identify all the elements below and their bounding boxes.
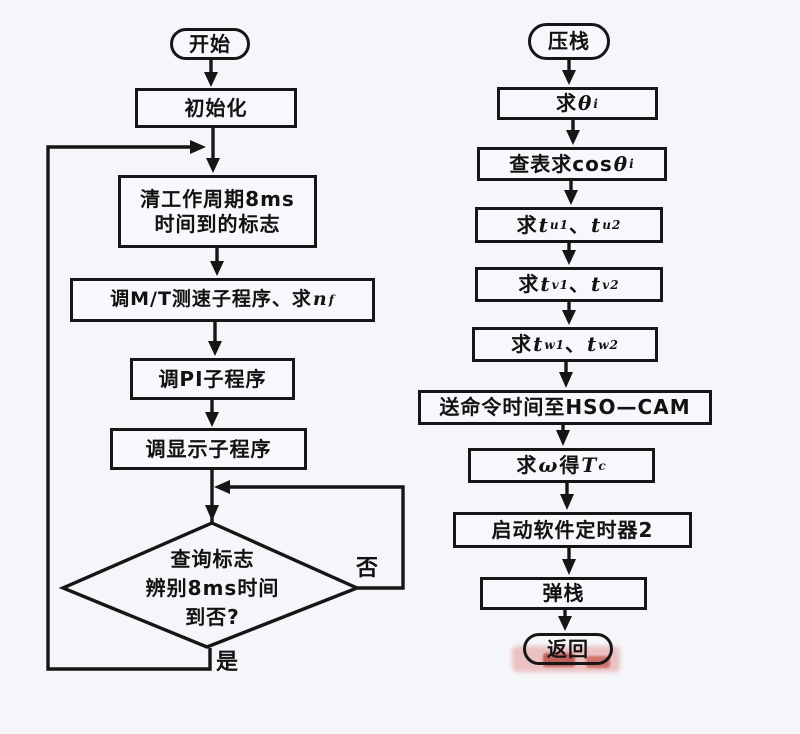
tu-sep: 、 — [569, 212, 590, 237]
arrow-pi-to-display — [205, 400, 219, 427]
arrowhead — [558, 616, 572, 631]
arrow-mt-to-pi — [208, 322, 222, 356]
tu-var2: t — [591, 212, 602, 237]
branch-no-line — [214, 480, 405, 590]
tv-sep: 、 — [569, 272, 590, 296]
arrow-start-to-init — [204, 60, 218, 87]
node-push-label: 压栈 — [548, 29, 590, 53]
tu-pre: 求 — [516, 212, 538, 237]
arrow-display-to-decision — [205, 470, 219, 523]
arrow-tv-to-tw — [562, 302, 576, 325]
node-start-label: 开始 — [189, 31, 231, 56]
node-call-pi: 调PI子程序 — [130, 358, 295, 400]
node-return: 返回 — [523, 633, 613, 665]
return-label: 返回 — [547, 636, 589, 661]
line — [46, 145, 212, 671]
arrowhead — [559, 372, 573, 388]
arrow-pop-to-return — [558, 610, 572, 631]
timer-label: 启动软件定时器2 — [491, 517, 654, 542]
arrowhead — [562, 250, 576, 265]
call-mt-text: 调M/T测速子程序、求 — [110, 288, 312, 311]
cos-var: θ — [613, 151, 629, 176]
omega-mid: 得 — [559, 453, 581, 477]
node-hso: 送命令时间至HSO—CAM — [418, 390, 712, 425]
tv-var1: t — [540, 272, 551, 296]
tw-var1: t — [533, 332, 544, 356]
line — [228, 485, 405, 590]
omega-pre: 求 — [516, 453, 538, 477]
theta-var: θ — [578, 91, 593, 115]
arrowhead — [208, 341, 222, 356]
hso-label: 送命令时间至HSO—CAM — [439, 395, 691, 419]
node-start: 开始 — [170, 28, 250, 60]
arrowhead — [560, 494, 574, 510]
arrowhead — [210, 261, 224, 276]
tw-sep: 、 — [565, 332, 586, 356]
decision-line2: 辨别8ms时间 — [145, 575, 280, 600]
branch-yes-label: 是 — [216, 650, 239, 675]
arrow-timer-to-pop — [562, 548, 576, 575]
tv-pre: 求 — [518, 272, 540, 296]
arrow-clearflag-to-mt — [210, 248, 224, 276]
clear-flag-line1: 清工作周期8ms — [140, 186, 295, 211]
decision-line3: 到否? — [185, 604, 240, 629]
tv-var2: t — [591, 272, 602, 296]
decision-diamond — [58, 521, 362, 649]
node-push: 压栈 — [528, 23, 610, 60]
omega-var: ω — [538, 453, 559, 477]
node-init: 初始化 — [135, 88, 297, 128]
pop-label: 弹栈 — [542, 581, 585, 605]
arrow-hso-to-omega — [556, 425, 570, 446]
arrow-tu-to-tv — [562, 243, 576, 265]
arrowhead — [562, 559, 576, 575]
arrow-tw-to-hso — [559, 362, 573, 388]
arrowhead — [562, 70, 576, 85]
arrow-cos-to-tu — [564, 181, 578, 205]
arrow-init-to-clearflag — [206, 128, 220, 173]
branch-no-label: 否 — [356, 556, 379, 581]
theta-text: 求 — [556, 91, 578, 115]
node-init-label: 初始化 — [184, 95, 248, 120]
arrowhead — [205, 412, 219, 427]
call-mt-var: n — [312, 288, 328, 311]
arrowhead — [206, 158, 220, 173]
tw-var2: t — [587, 332, 598, 356]
arrowhead — [214, 480, 230, 494]
decision-text: 查询标志 辨别8ms时间 到否? — [95, 538, 330, 638]
cos-text: 查表求cos — [509, 151, 613, 176]
node-call-display: 调显示子程序 — [110, 428, 307, 470]
arrowhead — [204, 72, 218, 87]
call-pi-label: 调PI子程序 — [158, 366, 267, 391]
node-timer: 启动软件定时器2 — [453, 512, 692, 548]
node-pop: 弹栈 — [480, 577, 647, 610]
decision-line1: 查询标志 — [170, 546, 255, 571]
arrowhead — [190, 140, 206, 154]
clear-flag-line2: 时间到的标志 — [154, 211, 281, 236]
arrow-omega-to-timer — [560, 483, 574, 510]
arrowhead — [556, 430, 570, 446]
call-display-label: 调显示子程序 — [145, 436, 272, 461]
omega-var2: T — [581, 453, 598, 477]
arrowhead — [564, 190, 578, 205]
arrowhead — [562, 310, 576, 325]
arrow-theta-to-cos — [566, 120, 580, 145]
tu-var1: t — [538, 212, 549, 237]
loop-back-line — [46, 140, 212, 671]
tw-pre: 求 — [511, 332, 533, 356]
arrowhead — [566, 130, 580, 145]
arrowhead — [205, 505, 219, 521]
arrow-push-to-theta — [562, 60, 576, 85]
node-clear-flag: 清工作周期8ms 时间到的标志 — [118, 175, 317, 248]
